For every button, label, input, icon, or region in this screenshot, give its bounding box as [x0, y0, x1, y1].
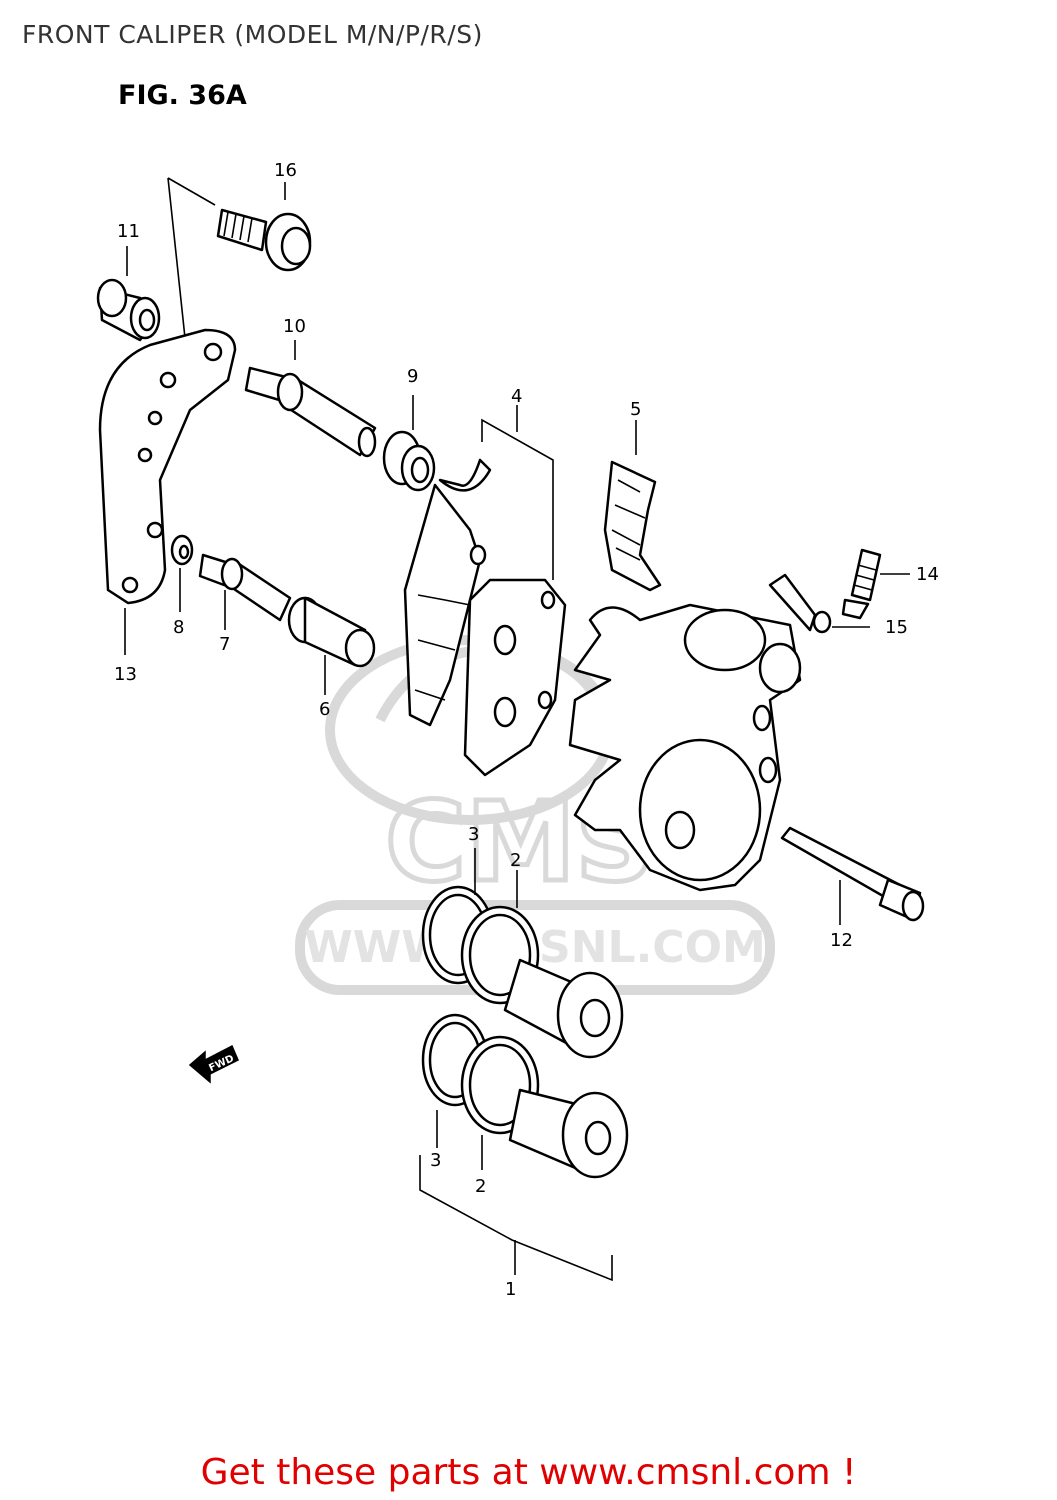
callout-12: 12	[830, 930, 853, 951]
callout-7: 7	[219, 634, 230, 655]
part-1-group-bracket	[419, 1155, 613, 1282]
part-8-washer[interactable]	[170, 534, 194, 612]
piston-kit-lower[interactable]	[421, 1013, 629, 1179]
callout-2-upper: 2	[510, 850, 521, 871]
callout-3-upper: 3	[468, 824, 479, 845]
callout-16: 16	[274, 160, 297, 181]
part-16-bolt[interactable]	[216, 182, 312, 272]
callout-1: 1	[505, 1279, 516, 1300]
callout-4: 4	[511, 386, 522, 407]
watermark-logo: CMS WWW.CMSNL.COM	[295, 635, 775, 995]
callout-9: 9	[407, 366, 418, 387]
callout-2-lower: 2	[475, 1176, 486, 1197]
part-13-bracket[interactable]	[98, 328, 237, 655]
callout-13: 13	[114, 664, 137, 685]
piston-kit-upper[interactable]	[421, 848, 624, 1059]
fwd-arrow-icon: FWD	[188, 1044, 239, 1084]
part-4-brake-pads[interactable]	[403, 405, 567, 777]
callout-10: 10	[283, 316, 306, 337]
part-15-bleeder-cap[interactable]	[768, 573, 870, 634]
part-9-boot[interactable]	[382, 395, 436, 492]
part-12-slide-pin[interactable]	[780, 826, 925, 925]
part-14-bleeder-screw[interactable]	[841, 548, 910, 620]
callout-15: 15	[885, 617, 908, 638]
get-parts-link[interactable]: Get these parts at www.cmsnl.com !	[200, 1452, 857, 1493]
page-title: FRONT CALIPER (MODEL M/N/P/R/S)	[22, 20, 483, 49]
callout-3-lower: 3	[430, 1150, 441, 1171]
exploded-parts-diagram: CMS WWW.CMSNL.COM	[96, 160, 939, 1300]
part-5-pad-spring[interactable]	[603, 420, 662, 592]
part-11-sleeve[interactable]	[96, 246, 161, 342]
part-6-boot[interactable]	[287, 596, 376, 695]
part-10-slide-pin[interactable]	[244, 340, 377, 458]
figure-label: FIG. 36A	[118, 80, 247, 111]
callout-14: 14	[916, 564, 939, 585]
callout-5: 5	[630, 399, 641, 420]
callout-11: 11	[117, 221, 140, 242]
caliper-body[interactable]	[568, 603, 802, 892]
part-7-pin[interactable]	[198, 553, 292, 630]
callout-8: 8	[173, 617, 184, 638]
callout-6: 6	[319, 699, 330, 720]
